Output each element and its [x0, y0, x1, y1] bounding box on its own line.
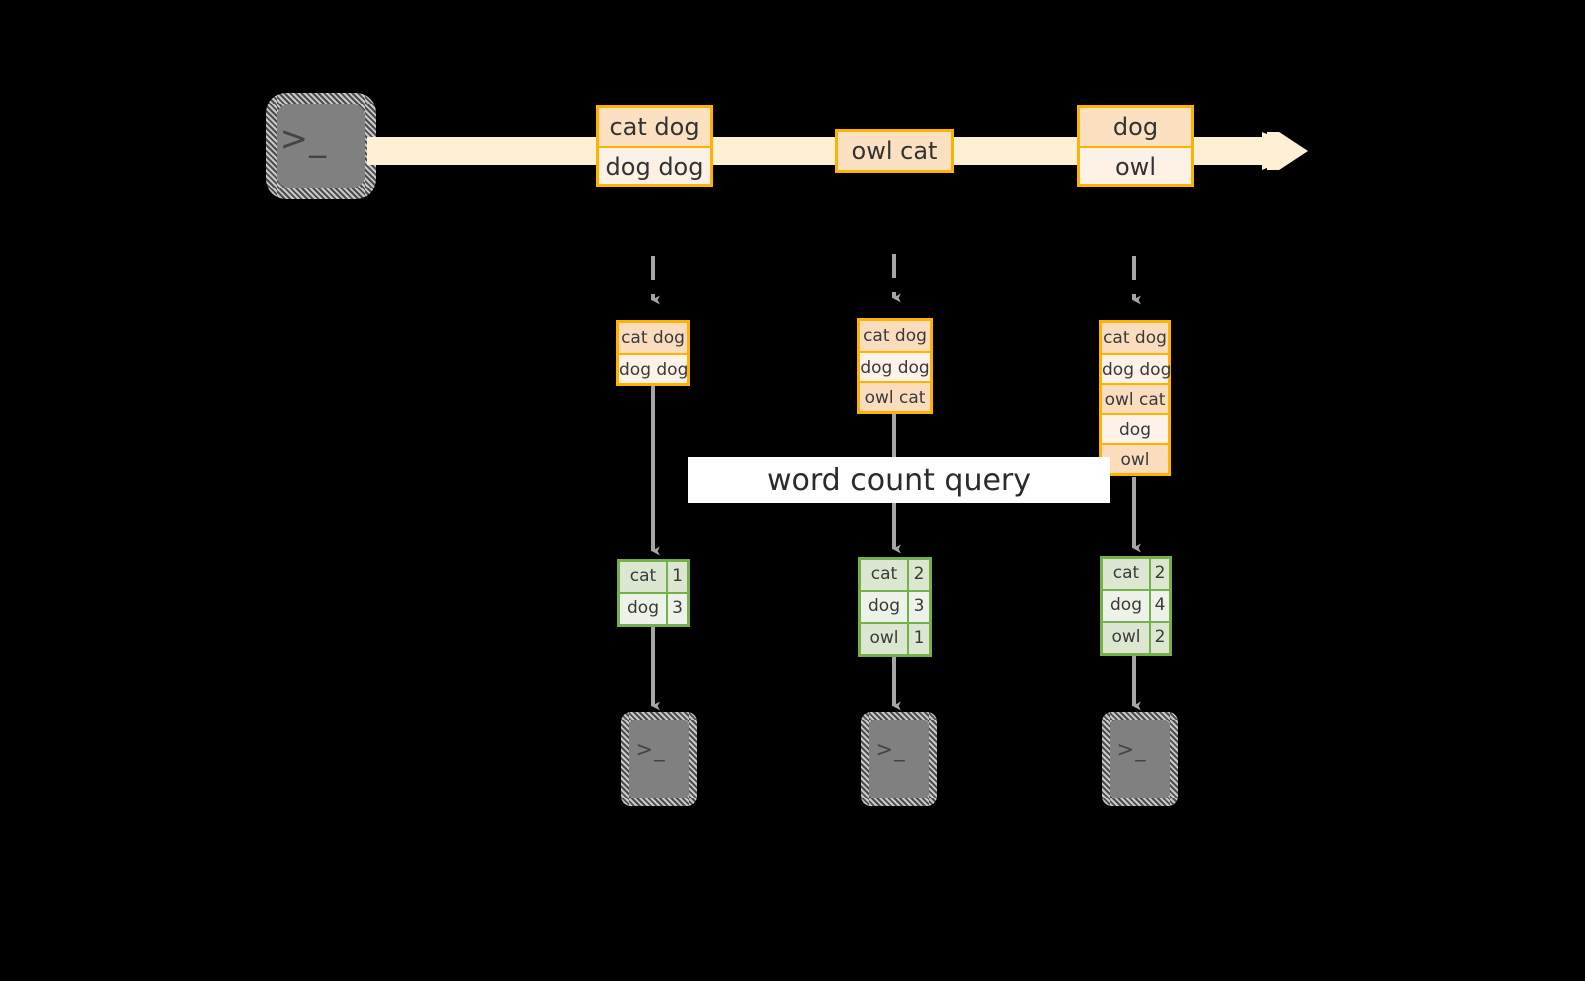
result-word: cat — [1103, 559, 1149, 589]
result-count: 3 — [666, 594, 687, 624]
table-row: cat 2 — [1103, 559, 1169, 589]
query-banner: word count query — [688, 457, 1110, 503]
terminal-screen: >_ — [1110, 720, 1170, 798]
query-label: word count query — [766, 462, 1032, 498]
result-table-3: cat 2 dog 4 owl 2 — [1100, 556, 1172, 656]
source-terminal-icon: >_ — [266, 93, 376, 199]
snapshot-line: cat dog — [619, 323, 687, 353]
result-count: 2 — [1149, 623, 1169, 653]
terminal-prompt-glyph: >_ — [279, 119, 328, 160]
table-row: dog 3 — [861, 590, 929, 622]
terminal-screen: >_ — [869, 720, 929, 798]
table-row: cat 2 — [861, 560, 929, 590]
result-word: dog — [1103, 591, 1149, 621]
terminal-prompt-glyph: >_ — [1116, 737, 1147, 762]
result-word: dog — [861, 592, 907, 622]
snapshot-line: dog — [1102, 413, 1168, 443]
stream-record-2: owl cat — [835, 129, 954, 173]
snapshot-line: owl cat — [860, 381, 930, 411]
snapshot-line: cat dog — [860, 321, 930, 351]
snapshot-line: cat dog — [1102, 323, 1168, 353]
result-count: 2 — [907, 560, 929, 590]
table-row: dog 3 — [620, 592, 687, 624]
record-line: dog — [1080, 108, 1191, 146]
sink-terminal-icon-3: >_ — [1102, 712, 1178, 806]
result-count: 3 — [907, 592, 929, 622]
table-row: owl 2 — [1103, 621, 1169, 653]
stream-record-1: cat dog dog dog — [596, 105, 713, 187]
table-row: dog 4 — [1103, 589, 1169, 621]
terminal-prompt-glyph: >_ — [635, 737, 666, 762]
snapshot-line: dog dog — [860, 351, 930, 381]
terminal-prompt-glyph: >_ — [875, 737, 906, 762]
result-word: cat — [620, 562, 666, 592]
snapshot-stack-3: cat dog dog dog owl cat dog owl — [1099, 320, 1171, 476]
snapshot-line: dog dog — [1102, 353, 1171, 383]
sink-terminal-icon-1: >_ — [621, 712, 697, 806]
record-line: owl cat — [838, 132, 951, 170]
result-count: 4 — [1149, 591, 1169, 621]
stream-record-3: dog owl — [1077, 105, 1194, 187]
snapshot-stack-1: cat dog dog dog — [616, 320, 690, 386]
result-table-2: cat 2 dog 3 owl 1 — [858, 557, 932, 657]
result-word: owl — [1103, 623, 1149, 653]
terminal-screen: >_ — [629, 720, 689, 798]
result-count: 1 — [907, 624, 929, 654]
terminal-screen: >_ — [277, 104, 365, 188]
snapshot-line: dog dog — [619, 353, 688, 383]
sink-terminal-icon-2: >_ — [861, 712, 937, 806]
table-row: owl 1 — [861, 622, 929, 654]
result-count: 1 — [666, 562, 687, 592]
snapshot-stack-2: cat dog dog dog owl cat — [857, 318, 933, 414]
result-word: owl — [861, 624, 907, 654]
result-word: dog — [620, 594, 666, 624]
record-line: owl — [1080, 146, 1191, 184]
snapshot-line: owl cat — [1102, 383, 1168, 413]
result-word: cat — [861, 560, 907, 590]
table-row: cat 1 — [620, 562, 687, 592]
record-line: dog dog — [599, 146, 710, 184]
record-line: cat dog — [599, 108, 710, 146]
result-table-1: cat 1 dog 3 — [617, 559, 690, 627]
snapshot-line: owl — [1102, 443, 1168, 473]
result-count: 2 — [1149, 559, 1169, 589]
